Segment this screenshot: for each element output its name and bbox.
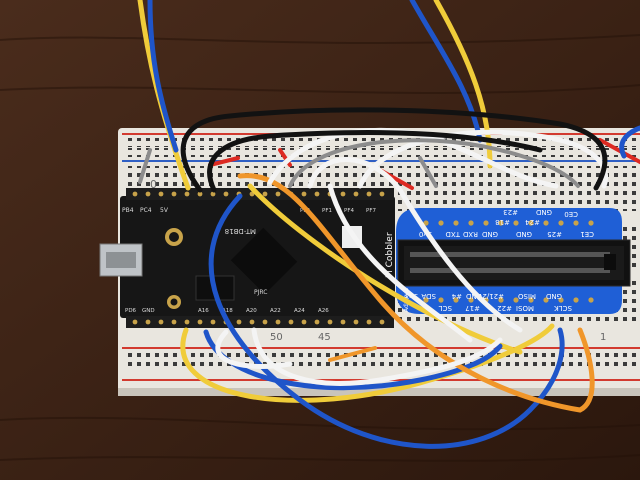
column-number-45: 45 (318, 332, 331, 343)
jumper-wires (137, 0, 640, 449)
teensy-label: PB4 (122, 207, 134, 214)
yellow-wire (247, 183, 523, 355)
blue-wire (619, 125, 640, 159)
cobbler-top-label: TXD (446, 230, 461, 238)
teensy-label: PF7 (366, 208, 376, 214)
teensy-label: GND (142, 308, 155, 314)
teensy-label: A20 (246, 308, 257, 314)
teensy-label: A26 (318, 308, 329, 314)
cobbler-top-label: RXD (463, 230, 478, 238)
teensy-board: PB4 PC4 5V MT-DB18 PJRC PD6 GND A16 A18 … (99, 188, 395, 328)
cobbler-top-label: #24 (525, 218, 540, 226)
column-number-0: 0 (150, 178, 157, 191)
white-wire (307, 157, 523, 333)
black-wire (207, 130, 543, 193)
teensy-label: PD6 (125, 308, 137, 314)
cobbler-bottom-label: #17 (465, 304, 480, 312)
gray-wire (288, 138, 580, 188)
blue-wire (147, 0, 179, 153)
cobbler-bottom-label: SCL (439, 304, 452, 312)
white-wire (357, 129, 608, 189)
cobbler-top-label: GND (536, 208, 552, 216)
teensy-brand-label: PJRC (254, 289, 267, 296)
cobbler-bottom-label: #21/27 (478, 292, 504, 300)
teensy-label: A18 (222, 308, 233, 314)
teensy-label: A22 (270, 308, 281, 314)
cobbler-title: Pi Cobbler (385, 232, 395, 278)
teensy-label: PC4 (140, 207, 152, 214)
cobbler-top-label: GND (482, 230, 498, 238)
teensy-label: A24 (294, 308, 305, 314)
teensy-label: PF4 (344, 208, 354, 214)
teensy-label: 5V (160, 207, 169, 214)
cobbler-top-label: #23 (503, 208, 518, 216)
cobbler-bottom-label: #22 (497, 304, 512, 312)
white-wire (251, 327, 503, 386)
cobbler-bottom-label: GND (466, 292, 482, 300)
ribbon-header-key (604, 254, 616, 270)
teensy-model-label: MT-DB18 (225, 227, 256, 235)
cobbler-bottom-label: SDA (421, 292, 436, 300)
cobbler-top-label: GND (516, 230, 532, 238)
table-grain (0, 34, 640, 462)
white-wire (215, 329, 293, 369)
cobbler-bottom-label: MISO (517, 292, 536, 300)
yellow-wire (180, 323, 555, 403)
blue-wire (208, 193, 565, 449)
teensy-label: PF1 (322, 208, 332, 214)
cobbler-top-label: CE0 (564, 210, 578, 218)
cobbler-bottom-label: SCLK (554, 304, 572, 312)
blue-wire (409, 0, 483, 143)
cobbler-bottom-label: #4 (451, 292, 462, 300)
pi-cobbler-board: 5v0 TXD RXD GND #18 GND #23 #24 GND #25 … (385, 208, 631, 314)
column-number-1: 1 (600, 332, 606, 343)
microcontroller-chip (230, 227, 298, 295)
black-wire (180, 107, 608, 193)
cobbler-top-label: #18 (495, 218, 510, 226)
column-number-50: 50 (270, 332, 283, 343)
cobbler-top-label: #25 (547, 230, 562, 238)
cobbler-bottom-label: MOSI (516, 304, 534, 312)
orange-wire (237, 173, 595, 413)
cobbler-bottom-label: GND (546, 292, 562, 300)
teensy-label: A16 (198, 308, 209, 314)
cobbler-top-label: CE1 (580, 230, 594, 238)
white-wire (327, 183, 473, 343)
